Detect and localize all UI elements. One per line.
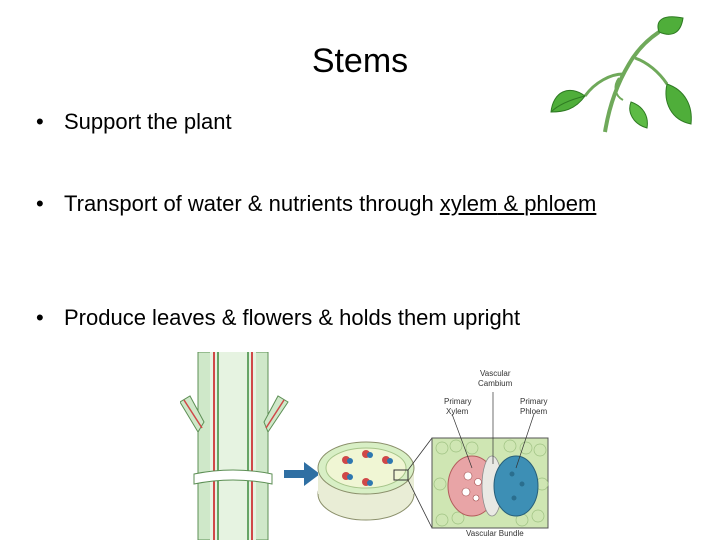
arrow-icon — [284, 462, 320, 486]
bullet-produce: • Produce leaves & flowers & holds them … — [36, 302, 664, 334]
label-primary-phloem-2: Phloem — [520, 407, 547, 416]
bullet-text: Transport of water & nutrients through — [64, 191, 440, 216]
cross-section-disc — [317, 441, 415, 521]
slide-title: Stems — [311, 42, 409, 80]
bullet-support: • Support the plant — [36, 106, 624, 138]
bullet-transport: • Transport of water & nutrients through… — [36, 188, 664, 220]
label-primary-xylem: Primary — [444, 397, 472, 406]
bullet-text: Support the plant — [64, 109, 232, 134]
bullet-dot: • — [36, 305, 44, 330]
label-vascular-cambium: Vascular — [480, 369, 511, 378]
term-xylem: xylem — [439, 191, 498, 216]
label-primary-xylem-2: Xylem — [446, 407, 469, 416]
bullet-dot: • — [36, 109, 44, 134]
label-vascular-cambium-2: Cambium — [478, 379, 513, 388]
label-primary-phloem: Primary — [520, 397, 548, 406]
term-phloem: phloem — [524, 191, 597, 216]
vascular-bundle-zoom — [431, 437, 549, 529]
stem-column — [180, 352, 289, 540]
plant-stem-image — [550, 16, 692, 133]
bullet-text: Produce leaves & flowers & holds them up… — [64, 305, 521, 330]
stem-cross-section-diagram: Vascular Cambium Primary Xylem Primary P… — [180, 352, 549, 540]
label-vascular-bundle: Vascular Bundle — [466, 529, 524, 538]
bullet-dot: • — [36, 191, 44, 216]
bullet-text-and: & — [497, 191, 525, 216]
